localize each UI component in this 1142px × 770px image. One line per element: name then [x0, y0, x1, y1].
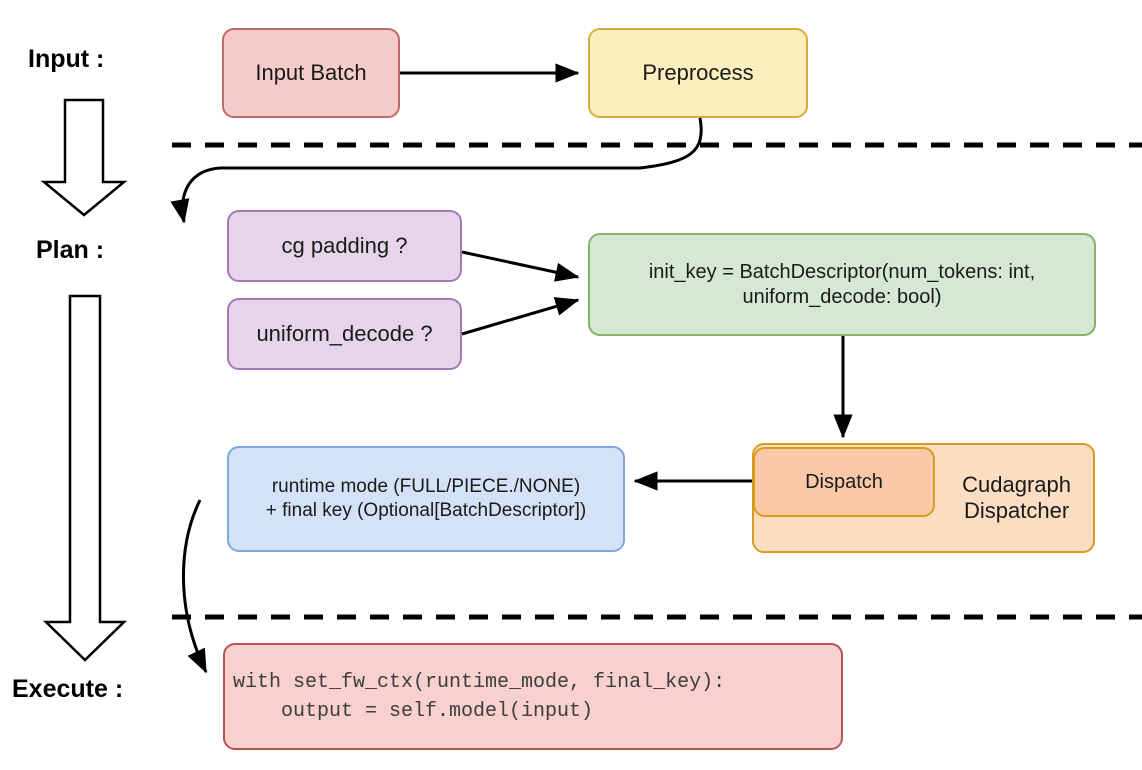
arrow-cg-padding-to-init-key	[461, 250, 580, 282]
stage-label-input: Input :	[28, 45, 105, 73]
node-dispatch[interactable]: Dispatch	[753, 447, 935, 517]
node-execute-code-line1: with set_fw_ctx(runtime_mode, final_key)…	[233, 670, 726, 694]
arrow-uniform-decode-to-init-key	[461, 297, 580, 336]
node-execute-code[interactable]: with set_fw_ctx(runtime_mode, final_key)…	[223, 643, 843, 750]
node-init-key-line2: uniform_decode: bool)	[742, 285, 942, 308]
node-cg-padding[interactable]: cg padding ?	[227, 210, 462, 282]
node-uniform-decode[interactable]: uniform_decode ?	[227, 298, 462, 370]
node-cudagraph-dispatcher-label: Cudagraph Dispatcher	[962, 472, 1071, 525]
node-cudagraph-dispatcher-line1: Cudagraph	[962, 471, 1071, 497]
node-input-batch[interactable]: Input Batch	[222, 28, 400, 118]
block-arrow-input-to-plan	[40, 98, 128, 217]
node-cudagraph-dispatcher-line2: Dispatcher	[963, 498, 1070, 523]
arrow-preprocess-to-cg-padding	[170, 117, 703, 224]
node-init-key-line1: init_key = BatchDescriptor(num_tokens: i…	[648, 260, 1036, 283]
node-execute-code-line2: output = self.model(input)	[233, 699, 594, 723]
node-runtime-mode-line2: + final key (Optional[BatchDescriptor])	[265, 500, 587, 521]
node-preprocess[interactable]: Preprocess	[588, 28, 808, 118]
node-runtime-mode-line1: runtime mode (FULL/PIECE./NONE)	[271, 476, 581, 498]
node-init-key[interactable]: init_key = BatchDescriptor(num_tokens: i…	[588, 233, 1096, 336]
arrow-runtime-mode-to-execute-code	[182, 499, 208, 674]
block-arrow-plan-to-execute	[42, 294, 128, 662]
stage-label-plan: Plan :	[36, 236, 105, 264]
stage-label-execute: Execute :	[12, 675, 124, 703]
node-runtime-mode[interactable]: runtime mode (FULL/PIECE./NONE) + final …	[227, 446, 625, 552]
